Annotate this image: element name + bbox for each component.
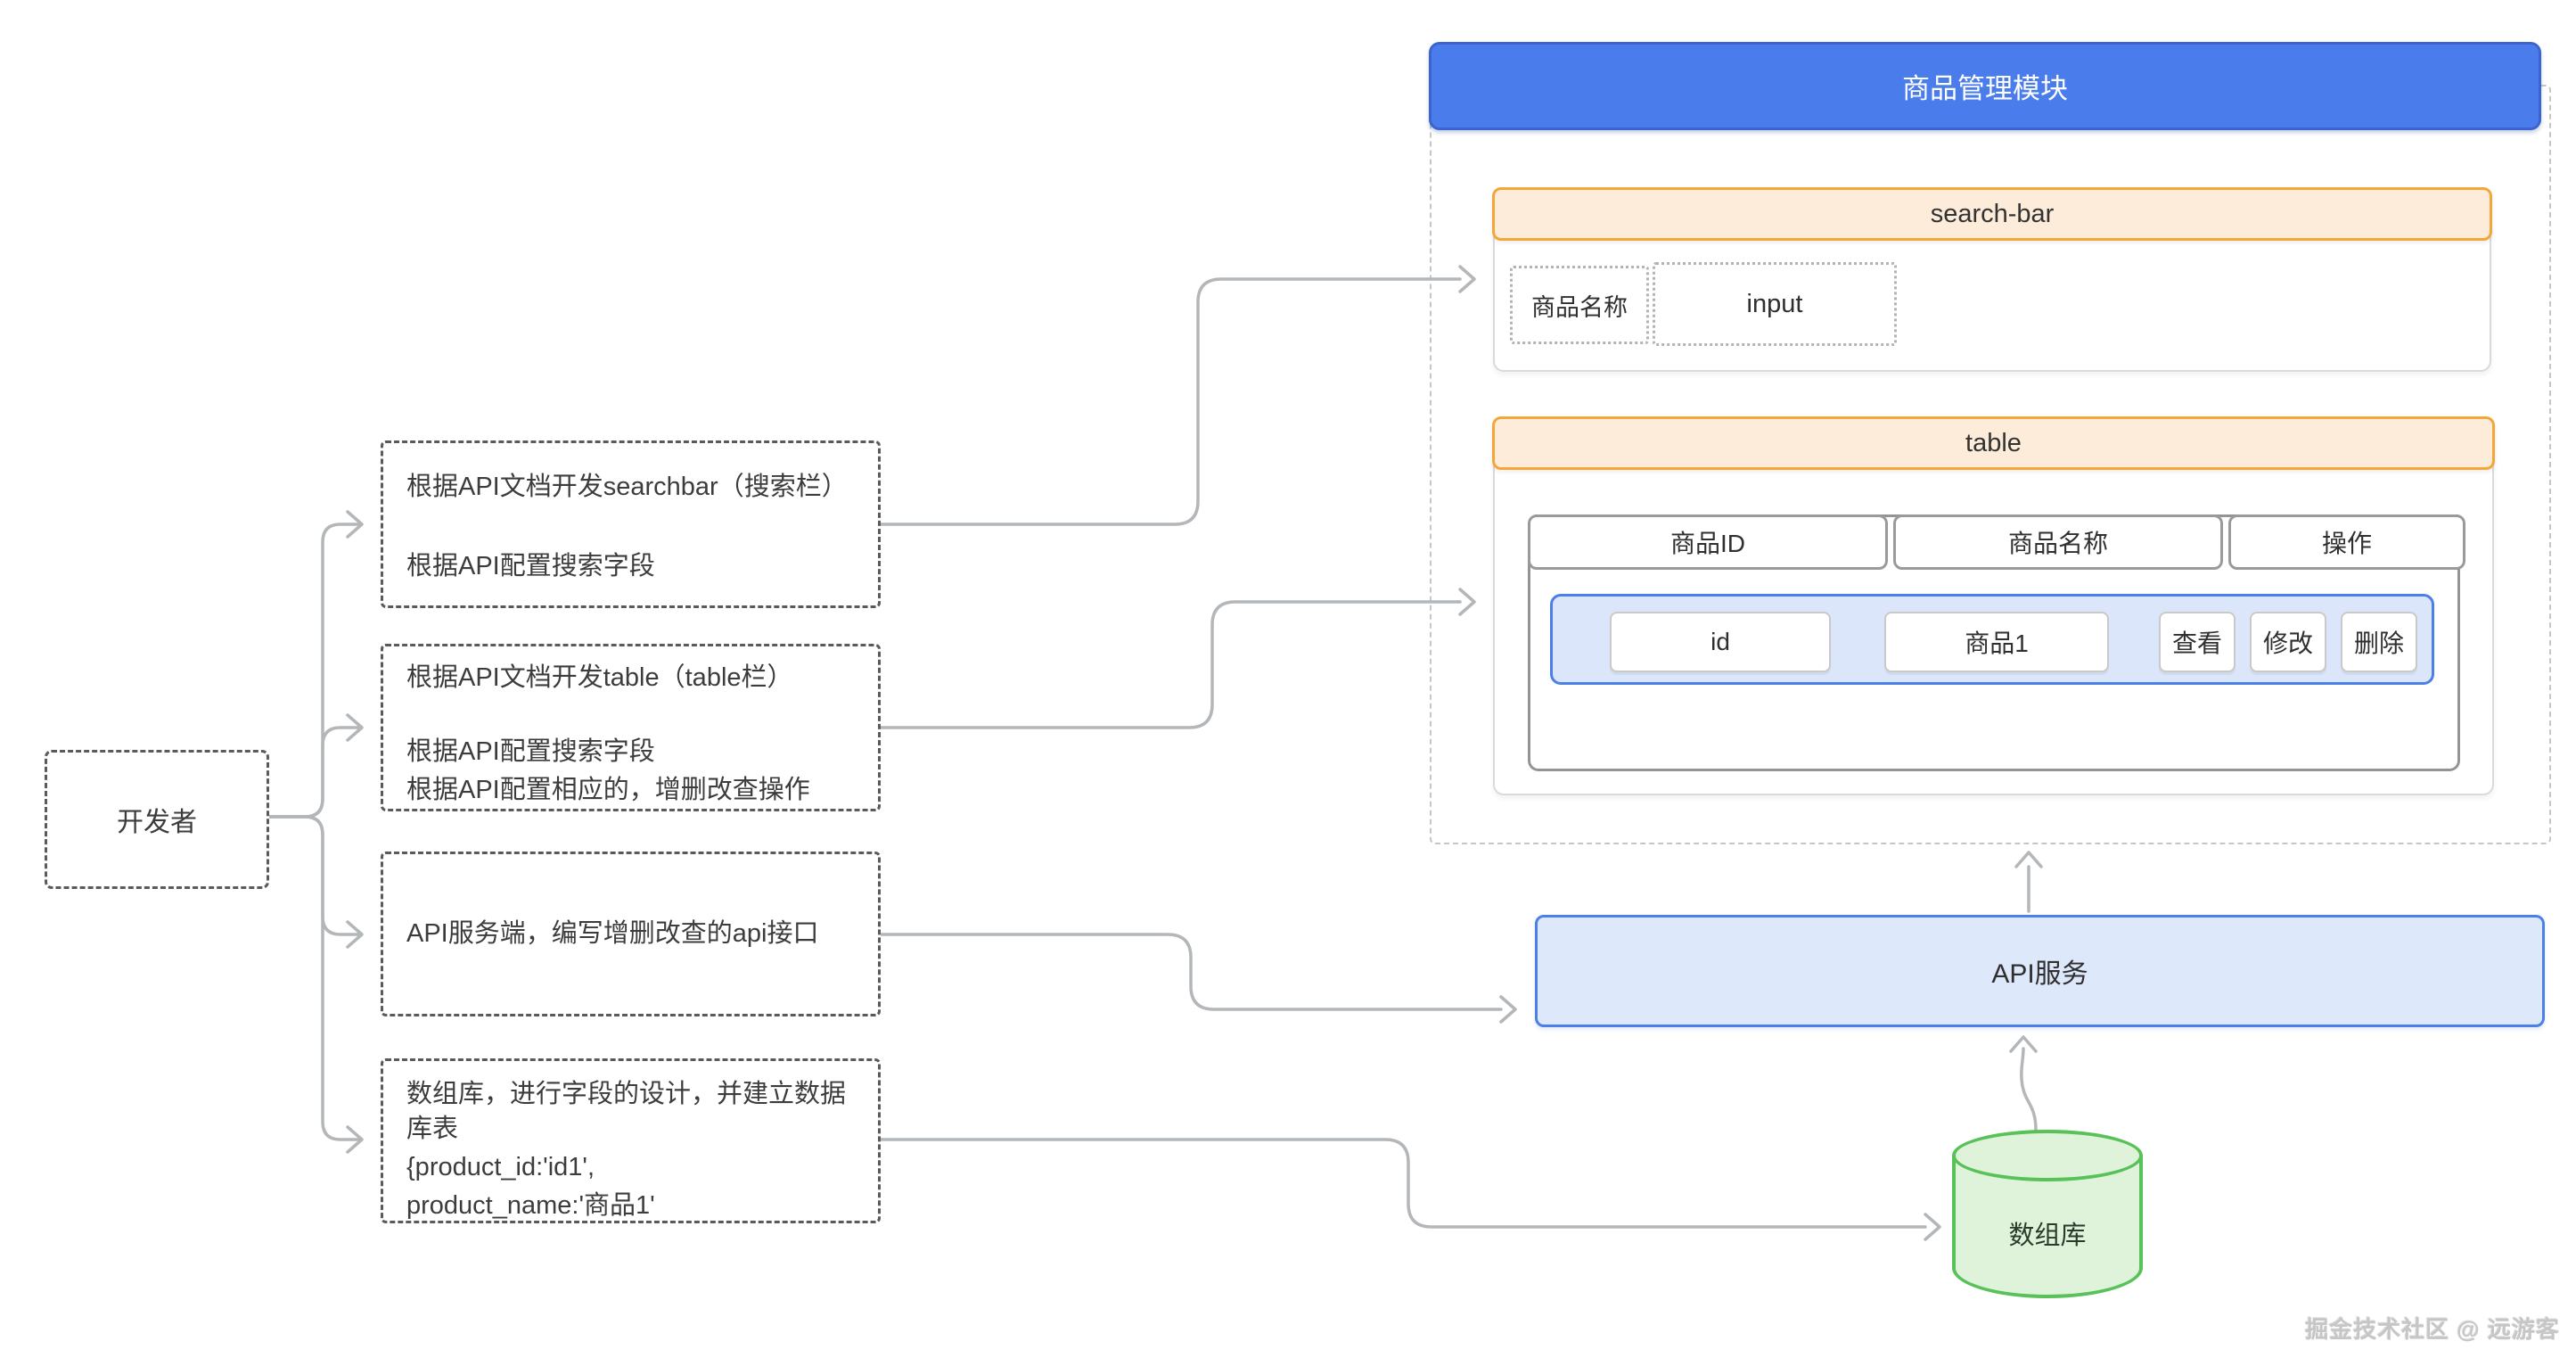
arrowhead-table: [1458, 588, 1476, 616]
module-title-bar: 商品管理模块: [1429, 42, 2541, 130]
connector-dev-to-task1: [267, 523, 360, 819]
arrowhead-api: [1499, 995, 1517, 1024]
cell-product-name: 商品1: [1884, 612, 2109, 672]
connector-task2-to-table: [875, 600, 1462, 729]
column-header-product-name: 商品名称: [1893, 514, 2223, 570]
node-task-searchbar: 根据API文档开发searchbar（搜索栏） 根据API配置搜索字段: [381, 440, 881, 608]
task-line: 根据API文档开发searchbar（搜索栏）: [406, 473, 848, 501]
connector-task3-to-api: [875, 933, 1503, 1011]
arrowhead-task3: [346, 920, 364, 949]
search-bar-section-header: search-bar: [1492, 187, 2492, 241]
node-task-table: 根据API文档开发table（table栏） 根据API配置搜索字段 根据API…: [381, 644, 881, 811]
node-task-api: API服务端，编写增删改查的api接口: [381, 852, 881, 1016]
arrowhead-task2: [346, 713, 364, 742]
view-button: 查看: [2159, 612, 2236, 672]
task-line: {product_id:'id1',: [406, 1153, 595, 1182]
table-section-header: table: [1492, 416, 2495, 470]
api-service-label: API服务: [1991, 959, 2088, 989]
table-section: table 商品ID 商品名称 操作 id 商品1 查看 修改 删除: [1492, 416, 2495, 795]
database-cylinder-top: [1952, 1130, 2143, 1181]
table-row: id 商品1 查看 修改 删除: [1550, 594, 2434, 685]
edit-button: 修改: [2250, 612, 2326, 672]
connector-dev-to-task2: [267, 726, 360, 819]
arrowhead-db: [1924, 1213, 1941, 1241]
node-database-cylinder: 数组库: [1952, 1156, 2143, 1298]
connector-task1-to-searchbar: [875, 277, 1462, 526]
node-task-database: 数组库，进行字段的设计，并建立数据库表 {product_id:'id1', p…: [381, 1058, 881, 1223]
arrowhead-task4: [346, 1125, 364, 1154]
task-line: 根据API配置相应的，增删改查操作: [406, 776, 810, 805]
connector-task4-to-db: [875, 1138, 1927, 1229]
delete-button: 删除: [2341, 612, 2417, 672]
task-line: product_name:'商品1': [406, 1191, 655, 1221]
task-line: 数组库，进行字段的设计，并建立数据库表: [406, 1080, 847, 1144]
node-api-service: API服务: [1535, 915, 2545, 1027]
table-container: 商品ID 商品名称 操作 id 商品1 查看 修改 删除: [1528, 514, 2465, 771]
connector-db-to-api: [2020, 1047, 2038, 1132]
module-title: 商品管理模块: [1902, 73, 2068, 104]
task-line: API服务端，编写增删改查的api接口: [406, 918, 819, 948]
connector-dev-to-task4: [267, 815, 360, 1141]
task-line: 根据API配置搜索字段: [406, 552, 655, 581]
task-line: 根据API文档开发table（table栏）: [406, 663, 793, 692]
cell-product-id: id: [1610, 612, 1831, 672]
node-developer: 开发者: [45, 750, 269, 889]
connector-dev-to-task3: [267, 815, 360, 936]
search-bar-section: search-bar 商品名称 input: [1492, 187, 2492, 372]
database-label: 数组库: [2008, 1222, 2087, 1250]
arrowhead-searchbar: [1458, 265, 1476, 293]
table-title: table: [1965, 428, 2022, 457]
search-bar-title: search-bar: [1930, 199, 2055, 228]
search-input: input: [1653, 262, 1897, 346]
watermark: 掘金技术社区 @ 远游客: [2305, 1316, 2560, 1343]
task-line: 根据API配置搜索字段: [406, 737, 655, 767]
column-header-actions: 操作: [2228, 514, 2465, 570]
arrowhead-task1: [346, 510, 364, 539]
column-header-product-id: 商品ID: [1528, 514, 1888, 570]
arrowhead-api-to-module: [2014, 851, 2043, 868]
arrowhead-db-to-api: [2009, 1035, 2038, 1053]
developer-label: 开发者: [117, 808, 197, 837]
search-field-label: 商品名称: [1510, 266, 1649, 344]
